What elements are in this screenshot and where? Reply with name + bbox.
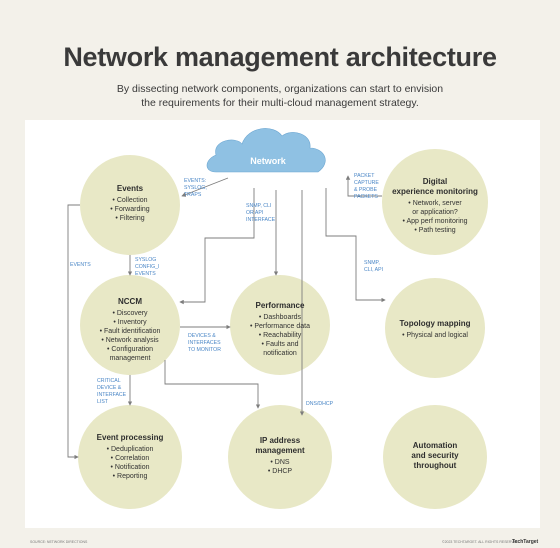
label-snmp-interface-3: INTERFACE: [246, 217, 276, 223]
performance-item-5: notification: [263, 350, 297, 357]
label-packet-3: & PROBE: [354, 187, 378, 193]
node-ip-address-management[interactable]: [228, 405, 332, 509]
node-nccm[interactable]: [80, 275, 180, 375]
performance-title: Performance: [256, 301, 305, 310]
node-shapes: [78, 149, 488, 509]
nccm-item-3: • Fault identification: [100, 328, 161, 335]
edge-cloud-to-topology: [325, 188, 386, 303]
node-topology-mapping[interactable]: [385, 278, 485, 378]
performance-item-4: • Faults and: [261, 341, 298, 348]
nccm-item-1: • Discovery: [112, 310, 148, 317]
label-critical-1: CRITICAL: [97, 378, 121, 384]
digital-title-2: experience monitoring: [392, 187, 478, 196]
eventproc-item-4: • Reporting: [113, 473, 148, 480]
edge-nccm-to-ipam: [164, 360, 261, 409]
label-devices-2: INTERFACES: [188, 340, 221, 346]
label-devices-1: DEVICES &: [188, 333, 216, 339]
nccm-item-5: • Configuration: [107, 346, 153, 353]
digital-item-3: • App perf monitoring: [402, 218, 467, 225]
label-syslog-config-3: EVENTS: [135, 271, 156, 277]
digital-item-2: or application?: [412, 209, 458, 216]
digital-item-4: • Path testing: [414, 227, 455, 234]
label-packet-4: PACKETS: [354, 194, 378, 200]
page-title: Network management architecture: [63, 42, 497, 72]
node-automation-security[interactable]: [383, 405, 487, 509]
label-packet-2: CAPTURE: [354, 180, 379, 186]
edge-labels: EVENTS: SYSLOG, TRAPS PACKET CAPTURE & P…: [70, 173, 383, 407]
ipam-title-2: management: [255, 446, 305, 455]
label-events-syslog-3: TRAPS: [184, 192, 202, 198]
techtarget-logo: TechTarget: [512, 539, 539, 545]
label-packet-1: PACKET: [354, 173, 375, 179]
events-item-1: • Collection: [112, 197, 147, 204]
label-snmp-interface-1: SNMP, CLI: [246, 203, 271, 209]
node-event-processing[interactable]: [78, 405, 182, 509]
label-events-left: EVENTS: [70, 262, 91, 268]
nccm-item-2: • Inventory: [113, 319, 147, 326]
node-digital-experience[interactable]: [382, 149, 488, 255]
ipam-title-1: IP address: [260, 436, 301, 445]
eventproc-title: Event processing: [97, 433, 164, 442]
eventproc-item-3: • Notification: [110, 464, 149, 471]
connectors: [67, 175, 386, 460]
label-dns-dhcp: DNS/DHCP: [306, 401, 334, 407]
footer-copyright: ©2023 TECHTARGET. ALL RIGHTS RESERVED: [442, 540, 519, 544]
edge-events-to-eventproc: [67, 204, 80, 460]
network-cloud[interactable]: [206, 128, 326, 173]
edge-cloud-to-nccm: [179, 188, 255, 305]
edge-cloud-to-events: [181, 177, 229, 197]
label-devices-3: TO MONITOR: [188, 347, 221, 353]
label-events-syslog-1: EVENTS:: [184, 178, 206, 184]
events-item-3: • Filtering: [115, 215, 144, 222]
label-snmp-cli-api-1: SNMP,: [364, 260, 380, 266]
topology-title: Topology mapping: [400, 319, 471, 328]
node-performance[interactable]: [230, 275, 330, 375]
subtitle-line-2: the requirements for their multi-cloud m…: [141, 97, 419, 109]
automation-title-1: Automation: [413, 441, 458, 450]
label-snmp-interface-2: OR API: [246, 210, 263, 216]
performance-item-1: • Dashboards: [259, 314, 302, 321]
performance-item-3: • Reachability: [259, 332, 302, 339]
automation-title-2: and security: [411, 451, 459, 460]
node-events[interactable]: [80, 155, 180, 255]
ipam-item-2: • DHCP: [268, 468, 293, 475]
node-text: Events • Collection • Forwarding • Filte…: [97, 177, 478, 480]
nccm-item-4: • Network analysis: [101, 337, 159, 344]
label-critical-4: LIST: [97, 399, 109, 405]
label-syslog-config-1: SYSLOG: [135, 257, 156, 263]
eventproc-item-1: • Deduplication: [107, 446, 154, 453]
topology-item-1: • Physical and logical: [402, 332, 468, 339]
nccm-item-6: management: [110, 355, 151, 362]
label-snmp-cli-api-2: CLI, API: [364, 267, 383, 273]
performance-item-2: • Performance data: [250, 323, 310, 330]
label-critical-2: DEVICE &: [97, 385, 122, 391]
digital-title-1: Digital: [423, 177, 447, 186]
ipam-item-1: • DNS: [270, 459, 290, 466]
eventproc-item-2: • Correlation: [111, 455, 150, 462]
events-item-2: • Forwarding: [110, 206, 150, 213]
page-subtitle: By dissecting network components, organi…: [70, 82, 490, 110]
subtitle-line-1: By dissecting network components, organi…: [116, 83, 444, 95]
edge-digital-to-cloud: [345, 175, 382, 197]
digital-item-1: • Network, server: [408, 200, 462, 207]
automation-title-3: throughout: [414, 461, 457, 470]
events-title: Events: [117, 184, 144, 193]
label-critical-3: INTERFACE: [97, 392, 127, 398]
label-syslog-config-2: CONFIG_I: [135, 264, 160, 270]
label-events-syslog-2: SYSLOG,: [184, 185, 207, 191]
nccm-title: NCCM: [118, 297, 142, 306]
cloud-label: Network: [250, 156, 287, 166]
footer-source: SOURCE: NETWORK DIRECTIONS: [30, 540, 88, 544]
